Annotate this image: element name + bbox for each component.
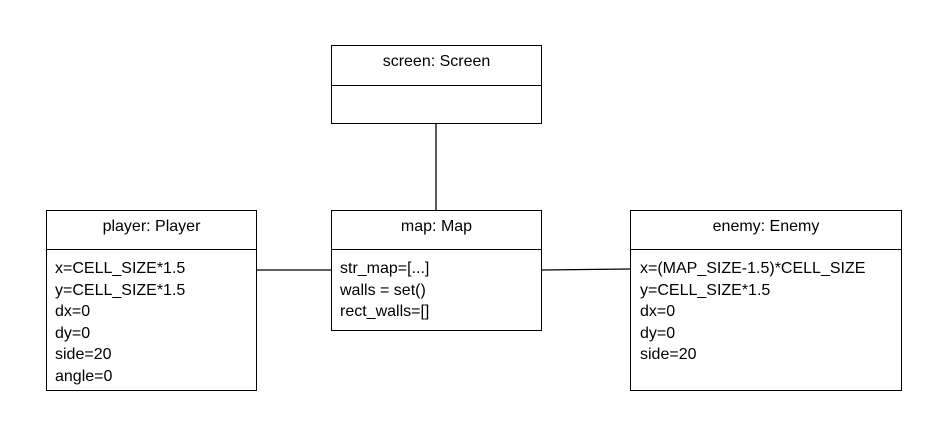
enemy-attr-side: side=20 (640, 346, 697, 363)
player-attr-dx: dx=0 (55, 303, 91, 320)
player-attr-y: y=CELL_SIZE*1.5 (55, 281, 186, 299)
player-attr-side: side=20 (55, 346, 112, 363)
player-object-attributes: x=CELL_SIZE*1.5 y=CELL_SIZE*1.5 dx=0 dy=… (47, 250, 256, 387)
enemy-attr-dy: dy=0 (640, 324, 676, 342)
map-attr-str-map: str_map=[...] (340, 260, 430, 277)
player-object-title: player: Player (47, 211, 256, 250)
map-attr-walls: walls = set() (340, 281, 426, 299)
player-attr-dy: dy=0 (55, 324, 91, 342)
map-object-box: map: Map str_map=[...] walls = set() rec… (331, 210, 542, 331)
enemy-attr-dx: dx=0 (640, 303, 676, 320)
screen-object-title: screen: Screen (332, 46, 541, 86)
player-attr-x: x=CELL_SIZE*1.5 (55, 260, 186, 277)
map-object-attributes: str_map=[...] walls = set() rect_walls=[… (332, 250, 541, 323)
player-object-box: player: Player x=CELL_SIZE*1.5 y=CELL_SI… (46, 210, 257, 391)
enemy-object-box: enemy: Enemy x=(MAP_SIZE-1.5)*CELL_SIZE … (630, 210, 902, 391)
enemy-object-attributes: x=(MAP_SIZE-1.5)*CELL_SIZE y=CELL_SIZE*1… (631, 250, 901, 366)
link-map-enemy (541, 268, 631, 271)
enemy-object-title: enemy: Enemy (631, 211, 901, 250)
enemy-attr-y: y=CELL_SIZE*1.5 (640, 281, 771, 299)
screen-object-box: screen: Screen (331, 45, 542, 124)
map-object-title: map: Map (332, 211, 541, 250)
screen-object-attributes (332, 86, 541, 94)
player-attr-angle: angle=0 (55, 367, 113, 385)
enemy-attr-x: x=(MAP_SIZE-1.5)*CELL_SIZE (640, 260, 866, 277)
map-attr-rect-walls: rect_walls=[] (340, 303, 430, 320)
